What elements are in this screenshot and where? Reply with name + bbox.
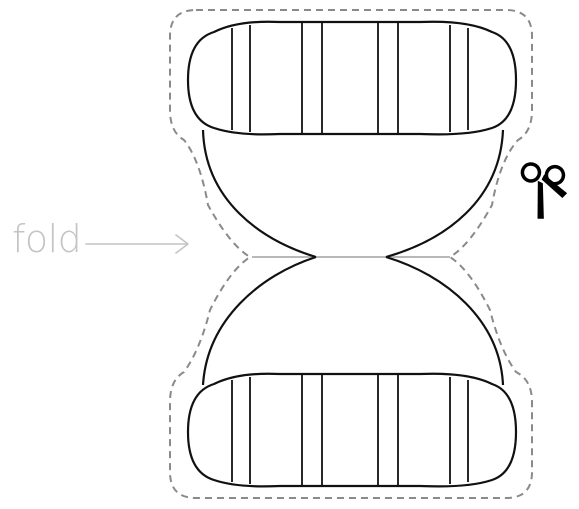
upper-brim <box>186 20 518 136</box>
lower-brim <box>186 372 518 488</box>
lower-crown <box>201 255 505 386</box>
scissors-icon <box>520 162 568 219</box>
fold-label: fold <box>12 217 82 261</box>
upper-crown <box>201 129 505 259</box>
arrow-right-icon <box>85 234 189 254</box>
cut-line <box>169 9 533 499</box>
